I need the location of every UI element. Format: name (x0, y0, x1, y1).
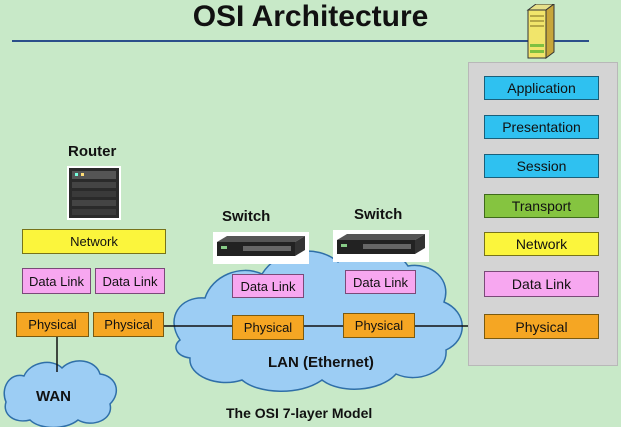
stack-transport-layer: Transport (484, 194, 599, 218)
stack-session-layer: Session (484, 154, 599, 178)
stack-network-layer: Network (484, 232, 599, 256)
title-divider (12, 40, 589, 42)
stack-application-layer: Application (484, 76, 599, 100)
router-physical-right: Physical (93, 312, 164, 337)
router-icon (67, 166, 121, 220)
server-icon (526, 4, 555, 59)
router-network-layer: Network (22, 229, 166, 254)
router-datalink-right: Data Link (95, 268, 165, 294)
switch-right-icon (333, 230, 429, 262)
router-label: Router (68, 143, 117, 160)
page-title: OSI Architecture (192, 0, 429, 33)
switch-right-label: Switch (354, 206, 403, 223)
stack-datalink-layer: Data Link (484, 271, 599, 297)
lan-label: LAN (Ethernet) (268, 354, 374, 371)
diagram-caption: The OSI 7-layer Model (226, 405, 373, 421)
switch-left-icon (213, 232, 309, 264)
switch-right-physical-layer: Physical (343, 313, 415, 338)
router-physical-left: Physical (16, 312, 89, 337)
switch-left-datalink-layer: Data Link (232, 274, 304, 298)
switch-left-label: Switch (222, 208, 271, 225)
stack-presentation-layer: Presentation (484, 115, 599, 139)
router-datalink-left: Data Link (22, 268, 91, 294)
switch-right-datalink-layer: Data Link (345, 270, 416, 294)
wan-cloud (3, 360, 118, 427)
switch-left-physical-layer: Physical (232, 315, 304, 340)
stack-physical-layer: Physical (484, 314, 599, 339)
wan-label: WAN (36, 388, 71, 405)
